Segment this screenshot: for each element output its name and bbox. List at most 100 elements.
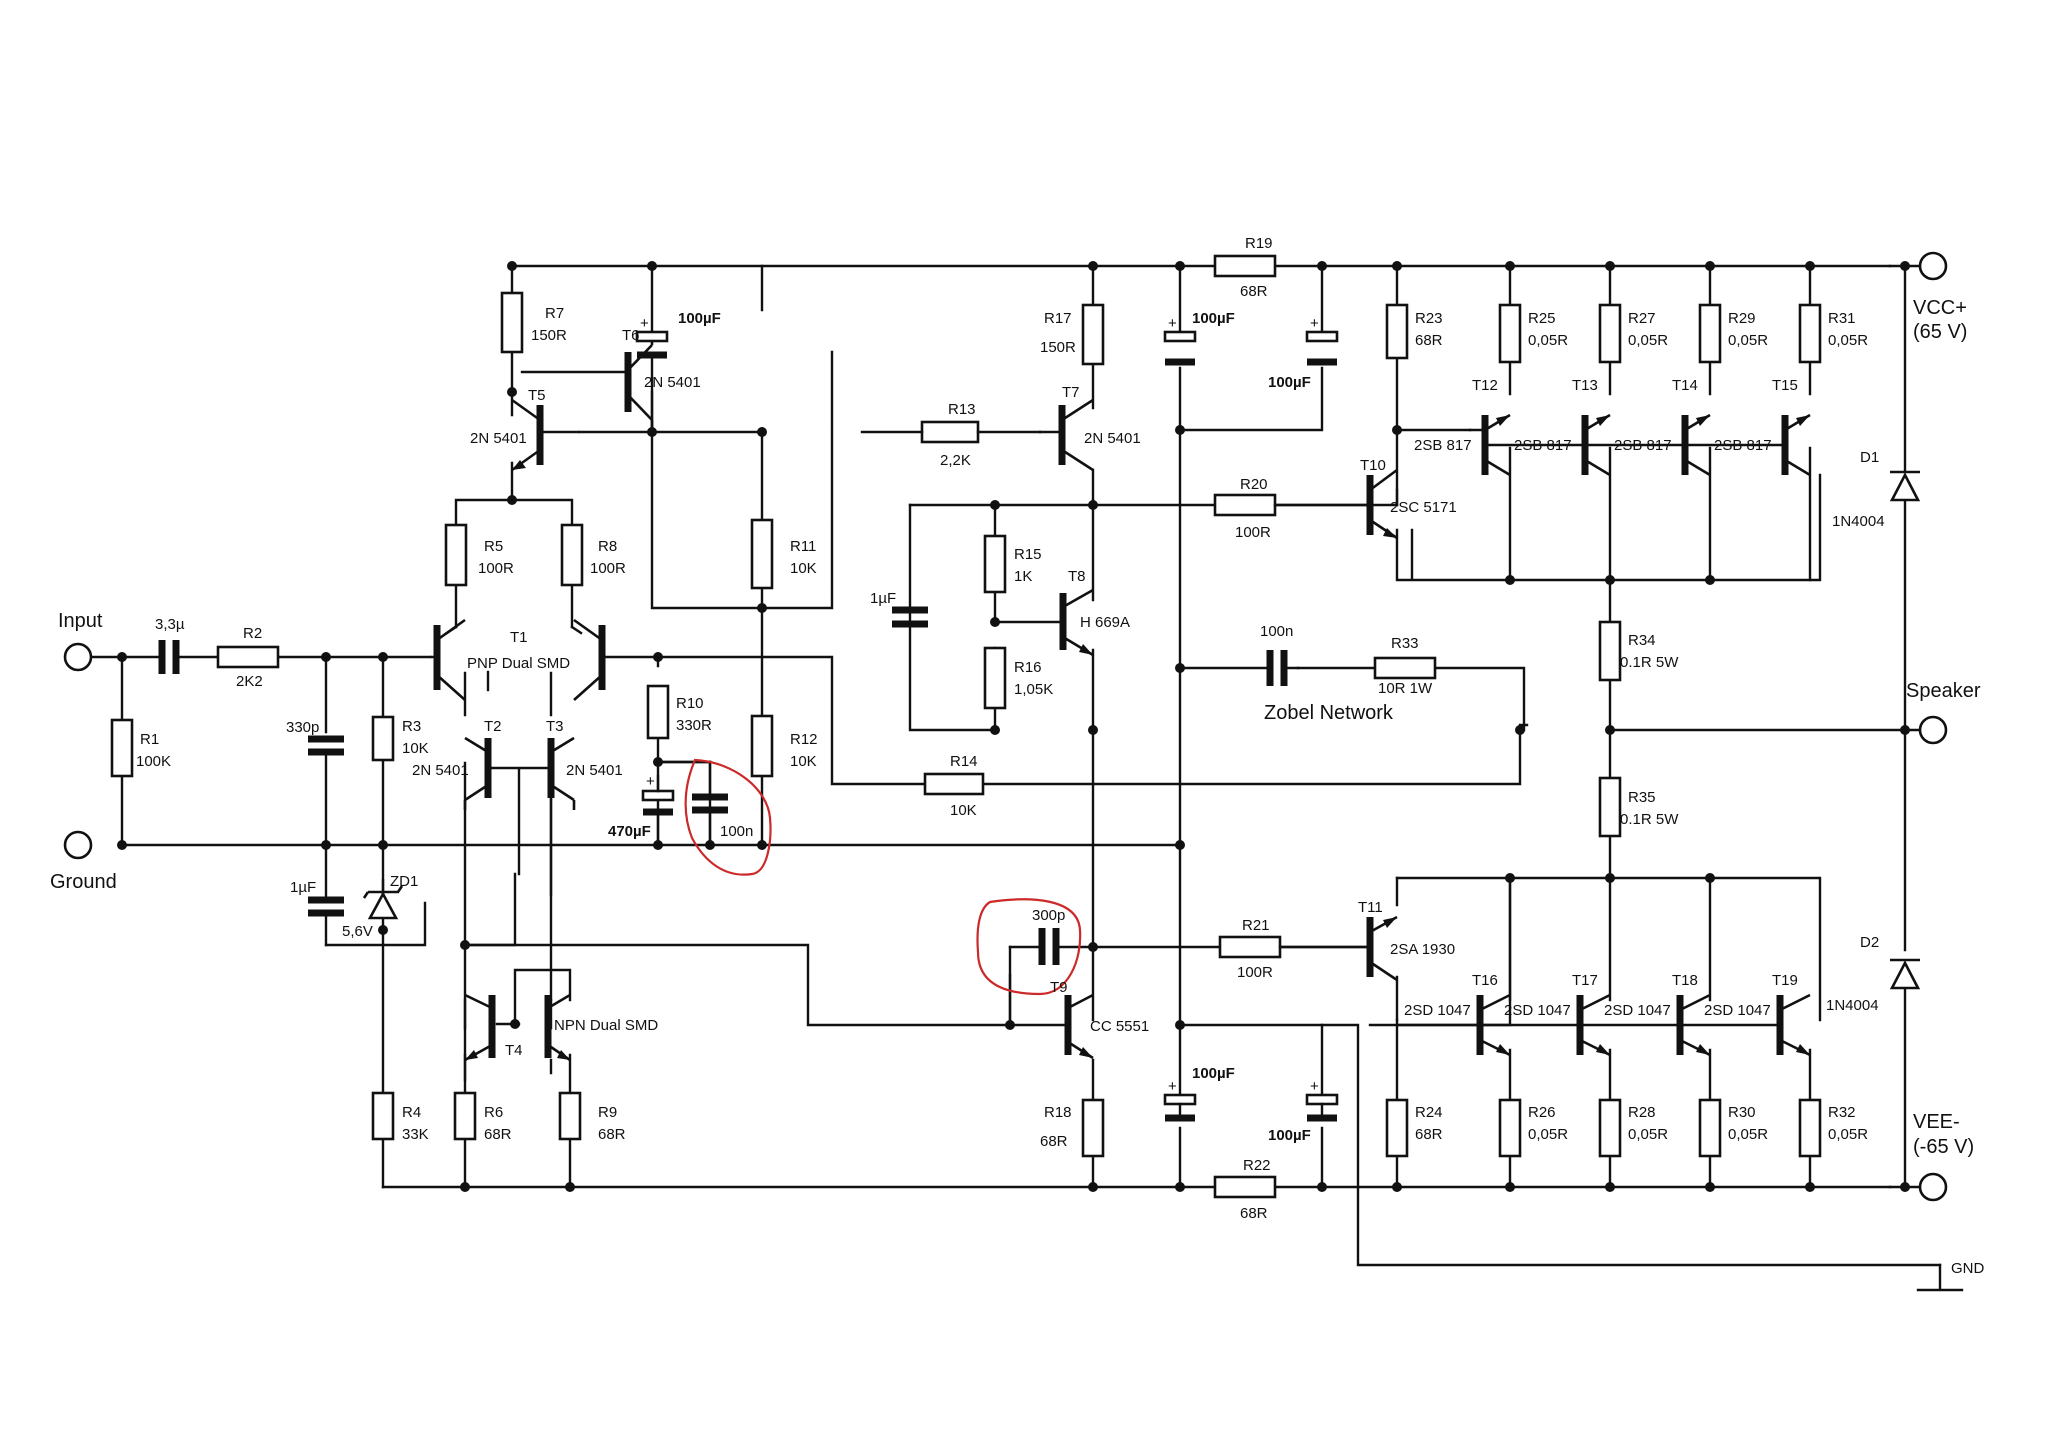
R11-ref: R11: [790, 538, 816, 555]
T16-ref: T16: [1472, 972, 1498, 989]
R13-body: [920, 420, 980, 444]
R29-value: 0,05R: [1728, 332, 1768, 349]
T10-type: 2SC 5171: [1390, 499, 1457, 516]
T9-ref: T9: [1050, 979, 1068, 996]
R24-ref: R24: [1415, 1104, 1443, 1121]
R9-value: 68R: [598, 1126, 626, 1143]
plus-100u-d: +: [1168, 1078, 1177, 1095]
R22-ref: R22: [1243, 1157, 1271, 1174]
R14-body: [923, 772, 985, 796]
R10-ref: R10: [676, 695, 704, 712]
R23-value: 68R: [1415, 332, 1443, 349]
R15-body: [983, 534, 1007, 594]
R5-ref: R5: [484, 538, 503, 555]
ZD1-ref: ZD1: [390, 873, 418, 890]
vcc-voltage: (65 V): [1913, 321, 1967, 343]
c100u-d-label: 100µF: [1192, 1065, 1235, 1082]
R6-body: [453, 1091, 477, 1141]
zobel-network-label: Zobel Network: [1264, 702, 1394, 724]
vee-terminal: [1918, 1172, 1948, 1202]
T7-ref: T7: [1062, 384, 1080, 401]
ZD1-triangle: [367, 891, 399, 920]
T9-type: CC 5551: [1090, 1018, 1149, 1035]
input-terminal: [63, 642, 93, 672]
R19-body: [1213, 254, 1277, 278]
R19-ref: R19: [1245, 235, 1273, 252]
c100u-c-label: 100µF: [1268, 374, 1311, 391]
R31-value: 0,05R: [1828, 332, 1868, 349]
R2-ref: R2: [243, 625, 262, 642]
R16-value: 1,05K: [1014, 681, 1053, 698]
R14-value: 10K: [950, 802, 977, 819]
ground-label: Ground: [50, 871, 117, 893]
T8-ref: T8: [1068, 568, 1086, 585]
vcc-terminal: [1918, 251, 1948, 281]
R33-value: 10R 1W: [1378, 680, 1433, 697]
T8-type: H 669A: [1080, 614, 1130, 631]
R29-body: [1698, 303, 1722, 364]
R16-body: [983, 646, 1007, 710]
R35-value: 0.1R 5W: [1620, 811, 1679, 828]
R21-value: 100R: [1237, 964, 1273, 981]
R2-body: [216, 645, 280, 669]
T16-type: 2SD 1047: [1404, 1002, 1471, 1019]
T3-ref: T3: [546, 718, 564, 735]
T19-type: 2SD 1047: [1704, 1002, 1771, 1019]
markup-circle-100n: [684, 758, 772, 876]
R30-body: [1698, 1098, 1722, 1158]
c100u-d-plate: [1163, 1093, 1197, 1106]
R25-value: 0,05R: [1528, 332, 1568, 349]
c100u-e-plate: [1305, 1093, 1339, 1106]
R4-body: [371, 1091, 395, 1141]
R30-ref: R30: [1728, 1104, 1756, 1121]
c100u-e-label: 100µF: [1268, 1127, 1311, 1144]
R32-body: [1798, 1098, 1822, 1158]
R26-ref: R26: [1528, 1104, 1556, 1121]
R11-body: [750, 518, 774, 590]
R8-ref: R8: [598, 538, 617, 555]
R17-ref: R17: [1044, 310, 1072, 327]
R21-ref: R21: [1242, 917, 1270, 934]
R31-body: [1798, 303, 1822, 364]
plus-100u-e: +: [1310, 1078, 1319, 1095]
R12-body: [750, 714, 774, 778]
R29-ref: R29: [1728, 310, 1756, 327]
R25-body: [1498, 303, 1522, 364]
c300p-capacitor: [1038, 928, 1060, 965]
R33-body: [1373, 656, 1437, 680]
c100u-b-label: 100µF: [1192, 310, 1235, 327]
c100u-a-plate: [635, 330, 669, 343]
R30-value: 0,05R: [1728, 1126, 1768, 1143]
D1-type: 1N4004: [1832, 513, 1885, 530]
T11-ref: T11: [1358, 899, 1383, 916]
T15-ref: T15: [1772, 377, 1798, 394]
c100u-a-label: 100µF: [678, 310, 721, 327]
T19-ref: T19: [1772, 972, 1798, 989]
R12-ref: R12: [790, 731, 818, 748]
R20-value: 100R: [1235, 524, 1271, 541]
T4-type: NPN Dual SMD: [554, 1017, 658, 1034]
R6-ref: R6: [484, 1104, 503, 1121]
transistors: [430, 340, 1811, 1062]
c-in-capacitor: [158, 640, 180, 674]
R15-value: 1K: [1014, 568, 1032, 585]
gnd-label: GND: [1951, 1260, 1985, 1277]
vee-voltage: (-65 V): [1913, 1136, 1974, 1158]
R20-ref: R20: [1240, 476, 1268, 493]
R5-value: 100R: [478, 560, 514, 577]
R34-ref: R34: [1628, 632, 1656, 649]
speaker-terminal: [1918, 715, 1948, 745]
R8-body: [560, 523, 584, 587]
R3-ref: R3: [402, 718, 421, 735]
T2-type: 2N 5401: [412, 762, 469, 779]
vee-label: VEE-: [1913, 1111, 1960, 1133]
R12-value: 10K: [790, 753, 817, 770]
T4-ref: T4: [505, 1042, 523, 1059]
c300p-label: 300p: [1032, 907, 1065, 924]
R18-body: [1081, 1098, 1105, 1158]
R11-value: 10K: [790, 560, 817, 577]
R14-ref: R14: [950, 753, 978, 770]
annotation-marks: [684, 758, 1082, 996]
R2-value: 2K2: [236, 673, 263, 690]
